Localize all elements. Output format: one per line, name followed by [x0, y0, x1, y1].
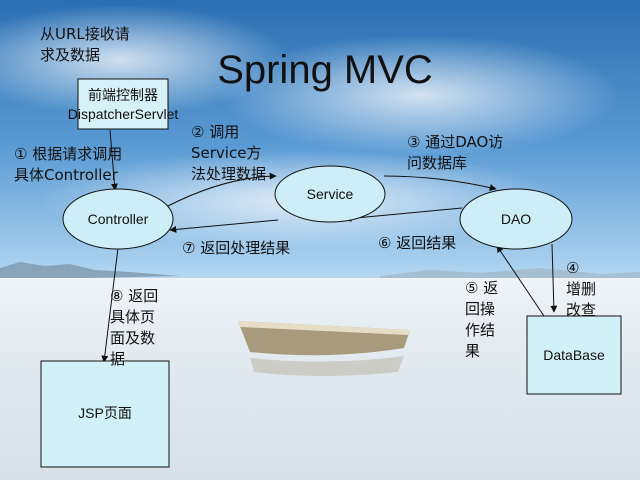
arrow-service-to-controller	[169, 219, 279, 233]
database-label: DataBase	[543, 347, 605, 363]
dispatcher-label-cn: 前端控制器	[88, 87, 158, 103]
note-step-5: ⑤ 返 回操 作结 果	[465, 279, 499, 360]
distant-mountains	[0, 262, 180, 280]
distant-mountains	[380, 268, 640, 280]
service-label: Service	[307, 186, 354, 202]
arrow-controller-to-jsp	[101, 247, 119, 363]
jsp-label: JSP页面	[78, 405, 132, 421]
arrow-dao-to-service	[344, 207, 463, 222]
note-step-1: ① 根据请求调用 具体Controller	[14, 145, 123, 184]
cloud	[220, 35, 620, 155]
service-node: Service	[274, 165, 386, 223]
note-step-2: ② 调用 Service方 法处理数据	[191, 123, 267, 183]
arrow-database-to-dao	[496, 245, 549, 323]
dao-node: DAO	[459, 188, 573, 250]
jsp-page-node: JSP页面	[40, 360, 170, 468]
note-step-7: ⑦ 返回处理结果	[182, 239, 291, 257]
page-title: Spring MVC	[217, 48, 433, 92]
controller-label: Controller	[88, 211, 149, 227]
arrow-controller-to-service	[167, 172, 277, 207]
note-step-4: ④ 增删 改查	[566, 259, 597, 319]
arrow-dao-to-database	[550, 243, 558, 313]
boat-image	[238, 321, 410, 376]
note-step-3: ③ 通过DAO访 问数据库	[407, 133, 504, 172]
note-step-8: ⑧ 返回 具体页 面及数 据	[110, 287, 159, 368]
arrow-service-to-dao	[383, 175, 497, 191]
note-url-request: 从URL接收请 求及数据	[40, 25, 130, 64]
dispatcher-label-en: DispatcherServlet	[68, 106, 179, 122]
arrow-dispatcher-to-controller	[109, 129, 118, 191]
note-step-6: ⑥ 返回结果	[378, 234, 457, 252]
cloud	[0, 5, 290, 115]
controller-node: Controller	[62, 188, 174, 250]
dao-label: DAO	[501, 211, 531, 227]
database-node: DataBase	[526, 315, 622, 395]
dispatcher-servlet-node: 前端控制器 DispatcherServlet	[68, 78, 179, 130]
